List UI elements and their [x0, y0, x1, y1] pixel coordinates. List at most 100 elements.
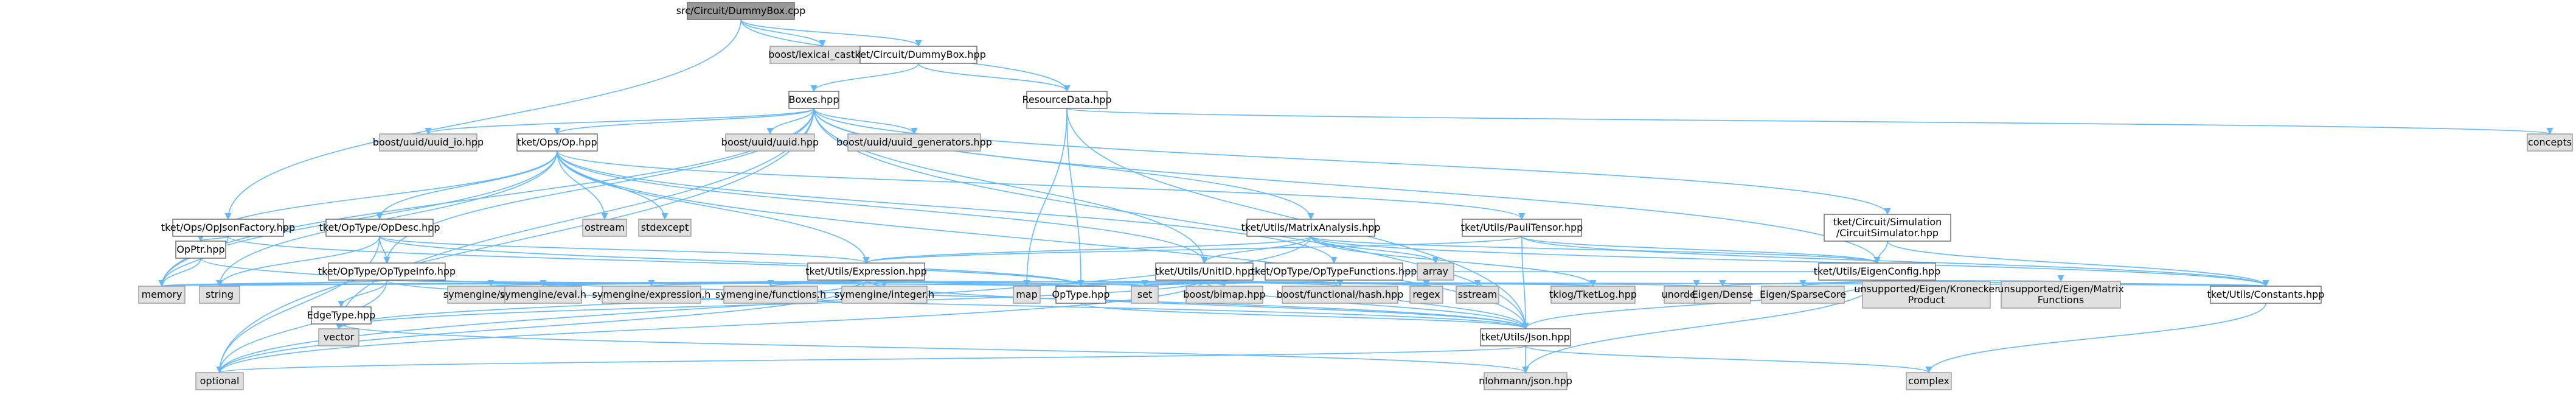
- edge-opjson-to-optype: [227, 236, 1085, 287]
- node-box-matfunc: [2001, 281, 2121, 309]
- edge-unitid-to-map: [1023, 279, 1205, 287]
- node-optional: optional: [195, 372, 244, 390]
- node-box-eigen_sparse: [1761, 286, 1845, 304]
- edge-constants-to-complex: [1925, 303, 2266, 374]
- node-label-unitid: tket/Utils/UnitID.hpp: [1155, 265, 1254, 277]
- node-tklog: tklog/TketLog.hpp: [1549, 286, 1637, 304]
- node-label-string: string: [206, 289, 234, 300]
- node-label-op_hpp: tket/Ops/Op.hpp: [517, 136, 597, 148]
- edge-op_hpp-to-optypefunc: [557, 150, 1338, 264]
- edge-matrixanalysis-to-array: [1310, 236, 1439, 264]
- node-map: map: [1013, 286, 1041, 304]
- edge-matrixanalysis-to-unitid: [1201, 236, 1311, 264]
- node-expression[interactable]: tket/Utils/Expression.hpp: [805, 262, 927, 281]
- node-box-sym_func: [723, 286, 818, 304]
- node-label-uuid: boost/uuid/uuid.hpp: [721, 136, 819, 148]
- edge-optypefunc-to-set: [1142, 279, 1335, 287]
- node-label-tklog: tklog/TketLog.hpp: [1549, 289, 1637, 300]
- node-uuid_gen: boost/uuid/uuid_generators.hpp: [836, 133, 992, 152]
- node-box-kronecker: [1862, 281, 1991, 309]
- node-lexical_cast: boost/lexical_cast.hpp: [768, 46, 877, 64]
- node-label-edgetype: EdgeType.hpp: [307, 309, 376, 321]
- edge-boxes-to-circsim: [813, 108, 1891, 216]
- node-json[interactable]: tket/Utils/Json.hpp: [1480, 328, 1571, 346]
- edge-boxes-to-uuid: [766, 108, 814, 135]
- node-label-kronecker: Product: [1908, 294, 1945, 306]
- node-label-array: array: [1423, 265, 1448, 277]
- node-optypefunc[interactable]: tket/OpType/OpTypeFunctions.hpp: [1251, 262, 1417, 281]
- edge-resourcedata-to-concepts: [1066, 108, 2553, 135]
- node-label-eigenconfig: tket/Utils/EigenConfig.hpp: [1814, 265, 1941, 277]
- node-label-uuid_gen: boost/uuid/uuid_generators.hpp: [836, 136, 992, 149]
- node-label-opptr: OpPtr.hpp: [176, 244, 224, 255]
- node-label-sym_expr: symengine/expression.h: [592, 289, 711, 300]
- node-paulitensor[interactable]: tket/Utils/PauliTensor.hpp: [1461, 219, 1583, 237]
- node-box-stdexcept: [638, 219, 692, 237]
- edge-op_hpp-to-unitid: [557, 150, 1208, 264]
- node-box-concepts: [2527, 133, 2573, 152]
- node-box-eigenconfig: [1818, 262, 1936, 281]
- edge-boxes-to-uuid_gen: [813, 108, 918, 135]
- node-sym_func: symengine/functions.h: [715, 286, 826, 304]
- edge-circsim-to-eigenconfig: [1873, 241, 1888, 264]
- node-concepts: concepts: [2527, 133, 2573, 152]
- node-opptr[interactable]: OpPtr.hpp: [175, 241, 226, 259]
- node-vector: vector: [318, 328, 359, 346]
- node-dummybox_hpp[interactable]: tket/Circuit/DummyBox.hpp: [851, 46, 986, 64]
- edge-optypeinfo-to-optional: [216, 279, 387, 374]
- node-box-bimap: [1186, 286, 1263, 304]
- node-label-map: map: [1016, 289, 1038, 300]
- node-eigenconfig[interactable]: tket/Utils/EigenConfig.hpp: [1814, 262, 1941, 281]
- node-box-map: [1013, 286, 1041, 304]
- node-funchash: boost/functional/hash.hpp: [1277, 286, 1403, 304]
- node-constants[interactable]: tket/Utils/Constants.hpp: [2207, 286, 2325, 304]
- edge-op_hpp-to-ostream: [557, 150, 608, 220]
- node-boxes[interactable]: Boxes.hpp: [788, 91, 839, 109]
- node-label-json: tket/Utils/Json.hpp: [1481, 331, 1570, 343]
- node-box-ostream: [582, 219, 627, 237]
- node-root[interactable]: src/Circuit/DummyBox.cpp: [676, 2, 806, 20]
- edge-edgetype-to-nlohmann: [341, 323, 1529, 374]
- node-box-op_hpp: [516, 133, 598, 152]
- node-label-constants: tket/Utils/Constants.hpp: [2207, 289, 2325, 300]
- node-label-opjson: tket/Ops/OpJsonFactory.hpp: [161, 222, 295, 233]
- node-nlohmann: nlohmann/json.hpp: [1479, 372, 1572, 390]
- edge-root-to-lexical_cast: [740, 19, 826, 47]
- node-label-sstream: sstream: [1458, 289, 1497, 300]
- node-box-funchash: [1282, 286, 1398, 304]
- node-box-optypefunc: [1265, 262, 1403, 281]
- node-matrixanalysis[interactable]: tket/Utils/MatrixAnalysis.hpp: [1241, 219, 1381, 237]
- node-unitid[interactable]: tket/Utils/UnitID.hpp: [1155, 262, 1254, 281]
- node-label-matfunc: unsupported/Eigen/Matrix: [1998, 283, 2124, 295]
- node-label-resourcedata: ResourceData.hpp: [1022, 94, 1111, 105]
- node-box-edgetype: [311, 306, 372, 325]
- node-op_hpp[interactable]: tket/Ops/Op.hpp: [516, 133, 598, 152]
- node-box-uuid_gen: [847, 133, 981, 152]
- edges-layer: [158, 19, 2553, 374]
- node-box-boxes: [788, 91, 839, 109]
- node-opdesc[interactable]: tket/OpType/OpDesc.hpp: [319, 219, 440, 237]
- node-label-uuid_io: boost/uuid/uuid_io.hpp: [373, 136, 484, 149]
- node-edgetype[interactable]: EdgeType.hpp: [307, 306, 376, 325]
- edge-op_hpp-to-opdesc: [376, 150, 558, 220]
- edge-resourcedata-to-map: [1023, 108, 1068, 287]
- node-box-resourcedata: [1026, 91, 1108, 109]
- node-label-opdesc: tket/OpType/OpDesc.hpp: [319, 222, 440, 233]
- node-box-constants: [2210, 286, 2322, 304]
- node-label-nlohmann: nlohmann/json.hpp: [1479, 375, 1572, 387]
- node-label-optional: optional: [200, 375, 240, 387]
- node-opjson[interactable]: tket/Ops/OpJsonFactory.hpp: [161, 219, 295, 237]
- node-optype[interactable]: OpType.hpp: [1052, 286, 1110, 304]
- node-uuid: boost/uuid/uuid.hpp: [721, 133, 819, 152]
- edge-circsim-to-constants: [1887, 241, 2269, 287]
- node-bimap: boost/bimap.hpp: [1183, 286, 1266, 304]
- node-sstream: sstream: [1456, 286, 1499, 304]
- node-resourcedata[interactable]: ResourceData.hpp: [1022, 91, 1112, 109]
- node-box-paulitensor: [1462, 219, 1582, 237]
- node-label-eigen_dense: Eigen/Dense: [1692, 289, 1754, 300]
- edge-paulitensor-to-expression: [863, 236, 1522, 264]
- edge-opdesc-to-optional: [216, 236, 380, 374]
- node-circsim[interactable]: tket/Circuit/Simulation/CircuitSimulator…: [1824, 214, 1951, 242]
- node-optypeinfo[interactable]: tket/OpType/OpTypeInfo.hpp: [318, 262, 456, 281]
